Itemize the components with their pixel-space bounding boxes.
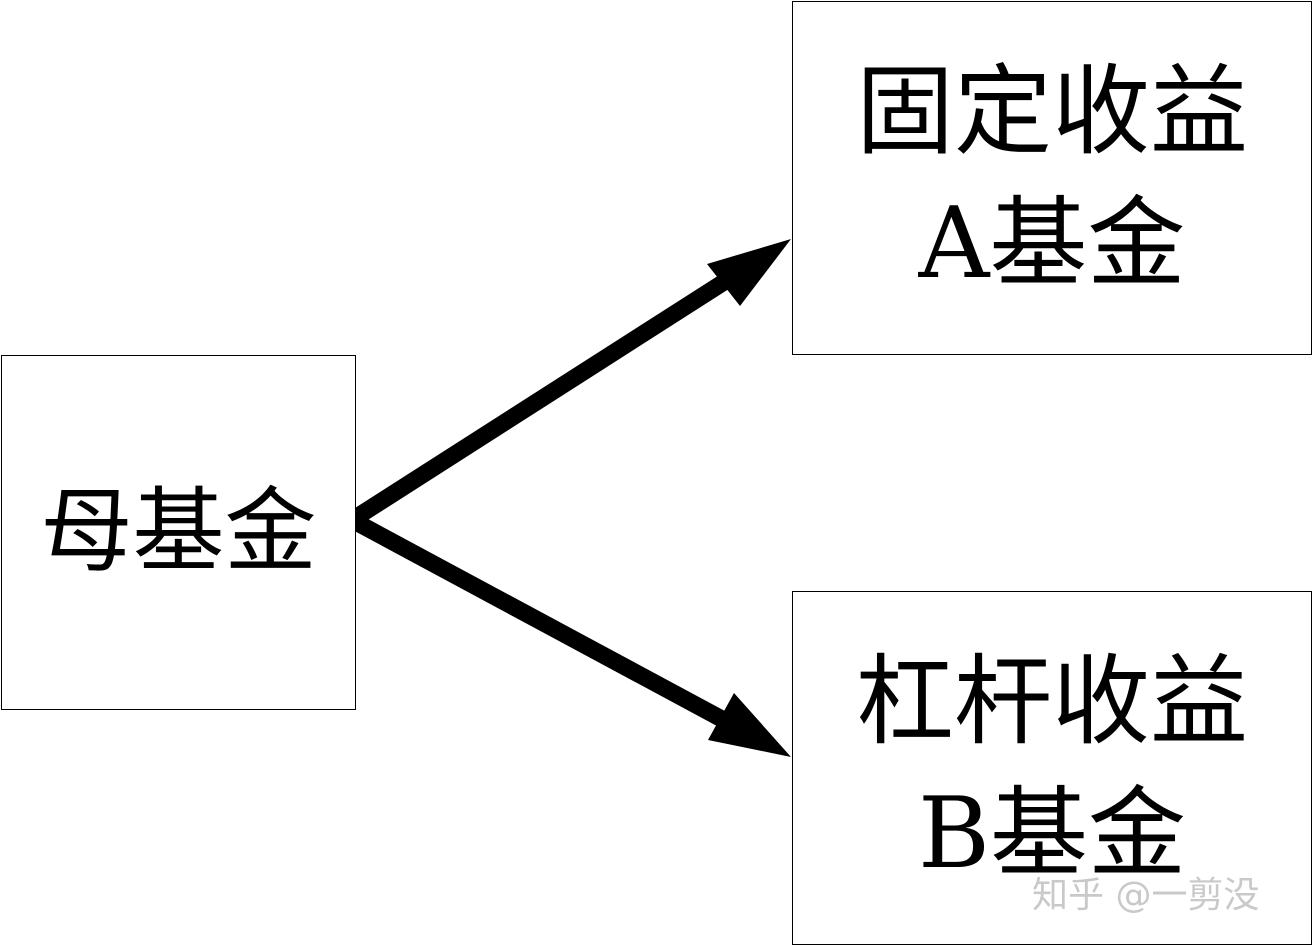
fund-b-name-label: B基金 (917, 777, 1187, 891)
fund-a-type-label: 固定收益 (855, 54, 1248, 169)
fund-b-type-label: 杠杆收益 (855, 644, 1248, 759)
parent-fund-box: 母基金 (1, 355, 356, 710)
parent-fund-label: 母基金 (40, 478, 317, 586)
arrow-to-fund-a (343, 239, 791, 529)
fund-a-box: 固定收益 A基金 (792, 1, 1312, 355)
watermark-text: 知乎 @一剪没 (1032, 875, 1260, 916)
arrow-to-fund-b (343, 511, 791, 757)
fund-a-name-label: A基金 (918, 187, 1186, 301)
fund-b-box: 杠杆收益 B基金 (792, 591, 1312, 945)
